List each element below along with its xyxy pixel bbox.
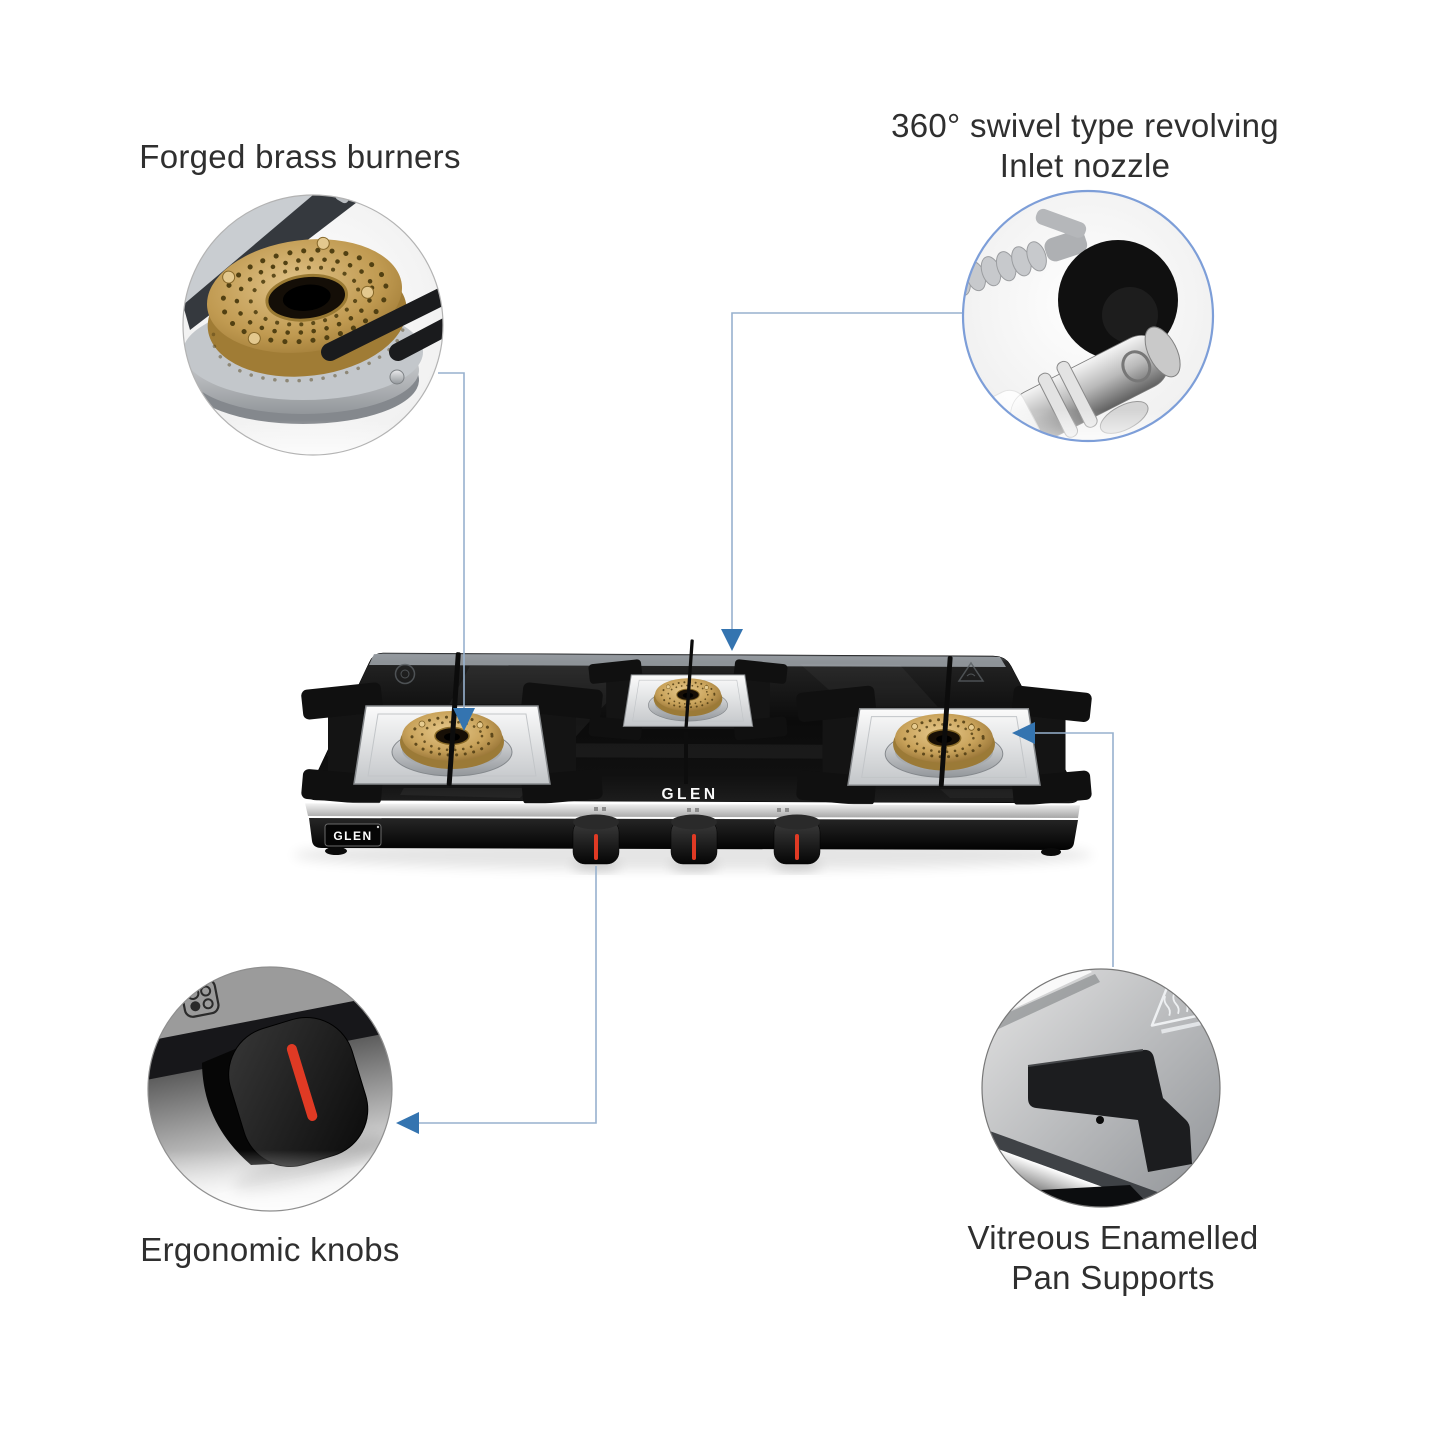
label-line: 360° swivel type revolving — [891, 107, 1279, 144]
strip-highlight — [304, 802, 1081, 806]
callout-photo-control-knob — [147, 966, 393, 1212]
callout-photo-inlet-nozzle — [961, 189, 1215, 443]
callout-photo-brass-burner — [182, 194, 444, 456]
certification-emblem-triangle — [957, 661, 985, 682]
connector-ergonomic-knobs — [396, 866, 597, 1134]
callout-label-brass-burners: Forged brass burners — [139, 138, 461, 175]
certification-emblem-round — [394, 663, 416, 685]
stove-foot — [325, 847, 347, 855]
knob-indicator — [795, 834, 799, 860]
knob-indicator — [594, 834, 598, 860]
callout-label-inlet-nozzle: 360° swivel type revolving Inlet nozzle — [891, 106, 1279, 186]
stove-foot — [1041, 848, 1061, 856]
label-line: Inlet nozzle — [999, 147, 1171, 184]
knob-indicator — [286, 1043, 318, 1121]
callout-arrow-icon — [721, 629, 743, 651]
stove-product-photo: GLEN GLEN — [293, 638, 1094, 871]
enamelled-pan-support — [1028, 1049, 1192, 1172]
control-knob-right — [773, 814, 821, 871]
strip-printed-marks — [594, 807, 789, 812]
callout-label-pan-supports: Vitreous Enamelled Pan Supports — [968, 1218, 1259, 1298]
connector-inlet-nozzle — [721, 312, 962, 651]
label-line: Pan Supports — [1011, 1259, 1215, 1296]
front-steel-strip — [305, 803, 1080, 818]
callout-arrow-icon — [453, 708, 475, 731]
screw — [389, 369, 405, 385]
callout-arrow-icon — [396, 1112, 419, 1134]
control-knob-left — [572, 814, 620, 871]
label-line: Vitreous Enamelled — [967, 1219, 1259, 1256]
glass-brand-logo: GLEN — [661, 786, 718, 803]
badge-logo-text: GLEN — [333, 829, 372, 843]
glass-back-edge — [369, 654, 1006, 667]
callout-label-ergonomic-knobs: Ergonomic knobs — [140, 1231, 400, 1268]
control-knob-middle — [670, 814, 718, 871]
callout-arrow-icon — [1012, 722, 1035, 744]
connector-brass-burners — [438, 372, 475, 731]
knob-indicator — [692, 834, 696, 860]
pan-support-rod — [684, 732, 688, 784]
brand-badge: GLEN — [324, 823, 382, 847]
callout-photo-pan-support — [981, 968, 1221, 1208]
pan-support-arm — [321, 281, 443, 361]
connector-pan-supports — [1012, 722, 1114, 967]
